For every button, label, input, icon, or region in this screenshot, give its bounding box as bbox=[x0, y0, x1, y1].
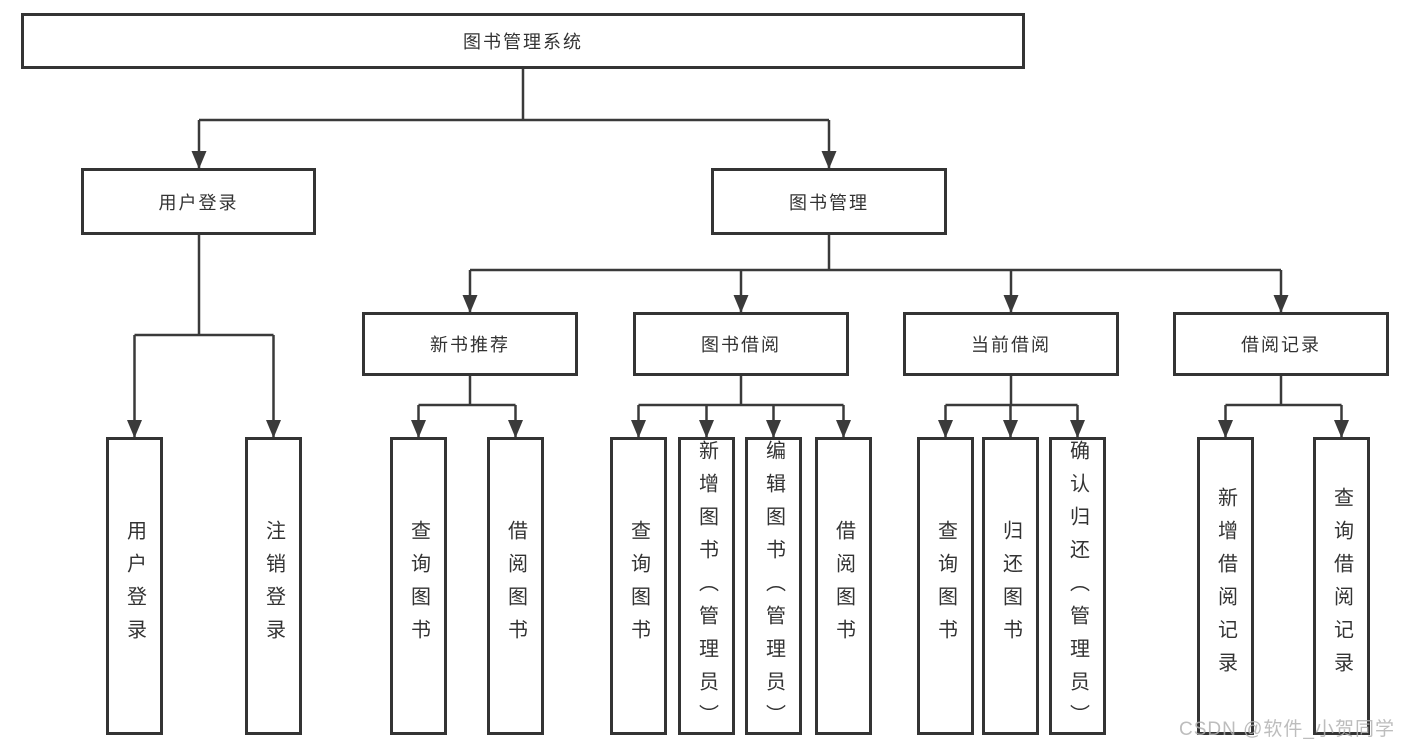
leaf-recommend-query-book: 查询图书 bbox=[390, 437, 447, 735]
node-label: 确认归还（管理员） bbox=[1066, 440, 1089, 737]
node-label: 注销登录 bbox=[262, 520, 285, 652]
leaf-borrowing-query-book: 查询图书 bbox=[610, 437, 667, 735]
leaf-user-login: 用户登录 bbox=[106, 437, 163, 735]
leaf-borrowing-edit-book-admin: 编辑图书（管理员） bbox=[745, 437, 802, 737]
leaf-borrowing-borrow-book: 借阅图书 bbox=[815, 437, 872, 735]
node-label: 当前借阅 bbox=[971, 335, 1051, 355]
leaf-current-query-book: 查询图书 bbox=[917, 437, 974, 735]
node-label: 图书管理 bbox=[789, 192, 869, 213]
node-label: 借阅图书 bbox=[504, 520, 527, 652]
leaf-logout: 注销登录 bbox=[245, 437, 302, 735]
leaf-records-query-borrow-record: 查询借阅记录 bbox=[1313, 437, 1370, 735]
node-label: 归还图书 bbox=[999, 520, 1022, 652]
leaf-borrowing-add-book-admin: 新增图书（管理员） bbox=[678, 437, 735, 737]
node-current-borrowing: 当前借阅 bbox=[903, 312, 1119, 376]
node-label: 新增图书（管理员） bbox=[695, 440, 718, 737]
leaf-current-confirm-return-admin: 确认归还（管理员） bbox=[1049, 437, 1106, 737]
node-label: 新增借阅记录 bbox=[1214, 487, 1237, 685]
node-label: 查询图书 bbox=[407, 520, 430, 652]
leaf-records-add-borrow-record: 新增借阅记录 bbox=[1197, 437, 1254, 735]
node-root-library-management-system: 图书管理系统 bbox=[21, 13, 1025, 69]
node-label: 图书管理系统 bbox=[463, 32, 583, 52]
node-label: 查询图书 bbox=[627, 520, 650, 652]
leaf-current-return-book: 归还图书 bbox=[982, 437, 1039, 735]
node-book-management-branch: 图书管理 bbox=[711, 168, 947, 235]
node-user-login-branch: 用户登录 bbox=[81, 168, 316, 235]
node-label: 用户登录 bbox=[123, 520, 146, 652]
node-label: 用户登录 bbox=[158, 192, 239, 213]
node-label: 新书推荐 bbox=[430, 335, 510, 355]
node-borrowing-records: 借阅记录 bbox=[1173, 312, 1389, 376]
node-label: 编辑图书（管理员） bbox=[762, 440, 785, 737]
node-label: 借阅记录 bbox=[1241, 335, 1321, 355]
node-label: 查询借阅记录 bbox=[1330, 487, 1353, 685]
csdn-watermark: CSDN @软件_小贺同学 bbox=[1179, 719, 1395, 740]
node-book-borrowing: 图书借阅 bbox=[633, 312, 849, 376]
node-label: 图书借阅 bbox=[701, 335, 781, 355]
node-label: 查询图书 bbox=[934, 520, 957, 652]
node-new-book-recommendation: 新书推荐 bbox=[362, 312, 578, 376]
node-label: 借阅图书 bbox=[832, 520, 855, 652]
leaf-recommend-borrow-book: 借阅图书 bbox=[487, 437, 544, 735]
